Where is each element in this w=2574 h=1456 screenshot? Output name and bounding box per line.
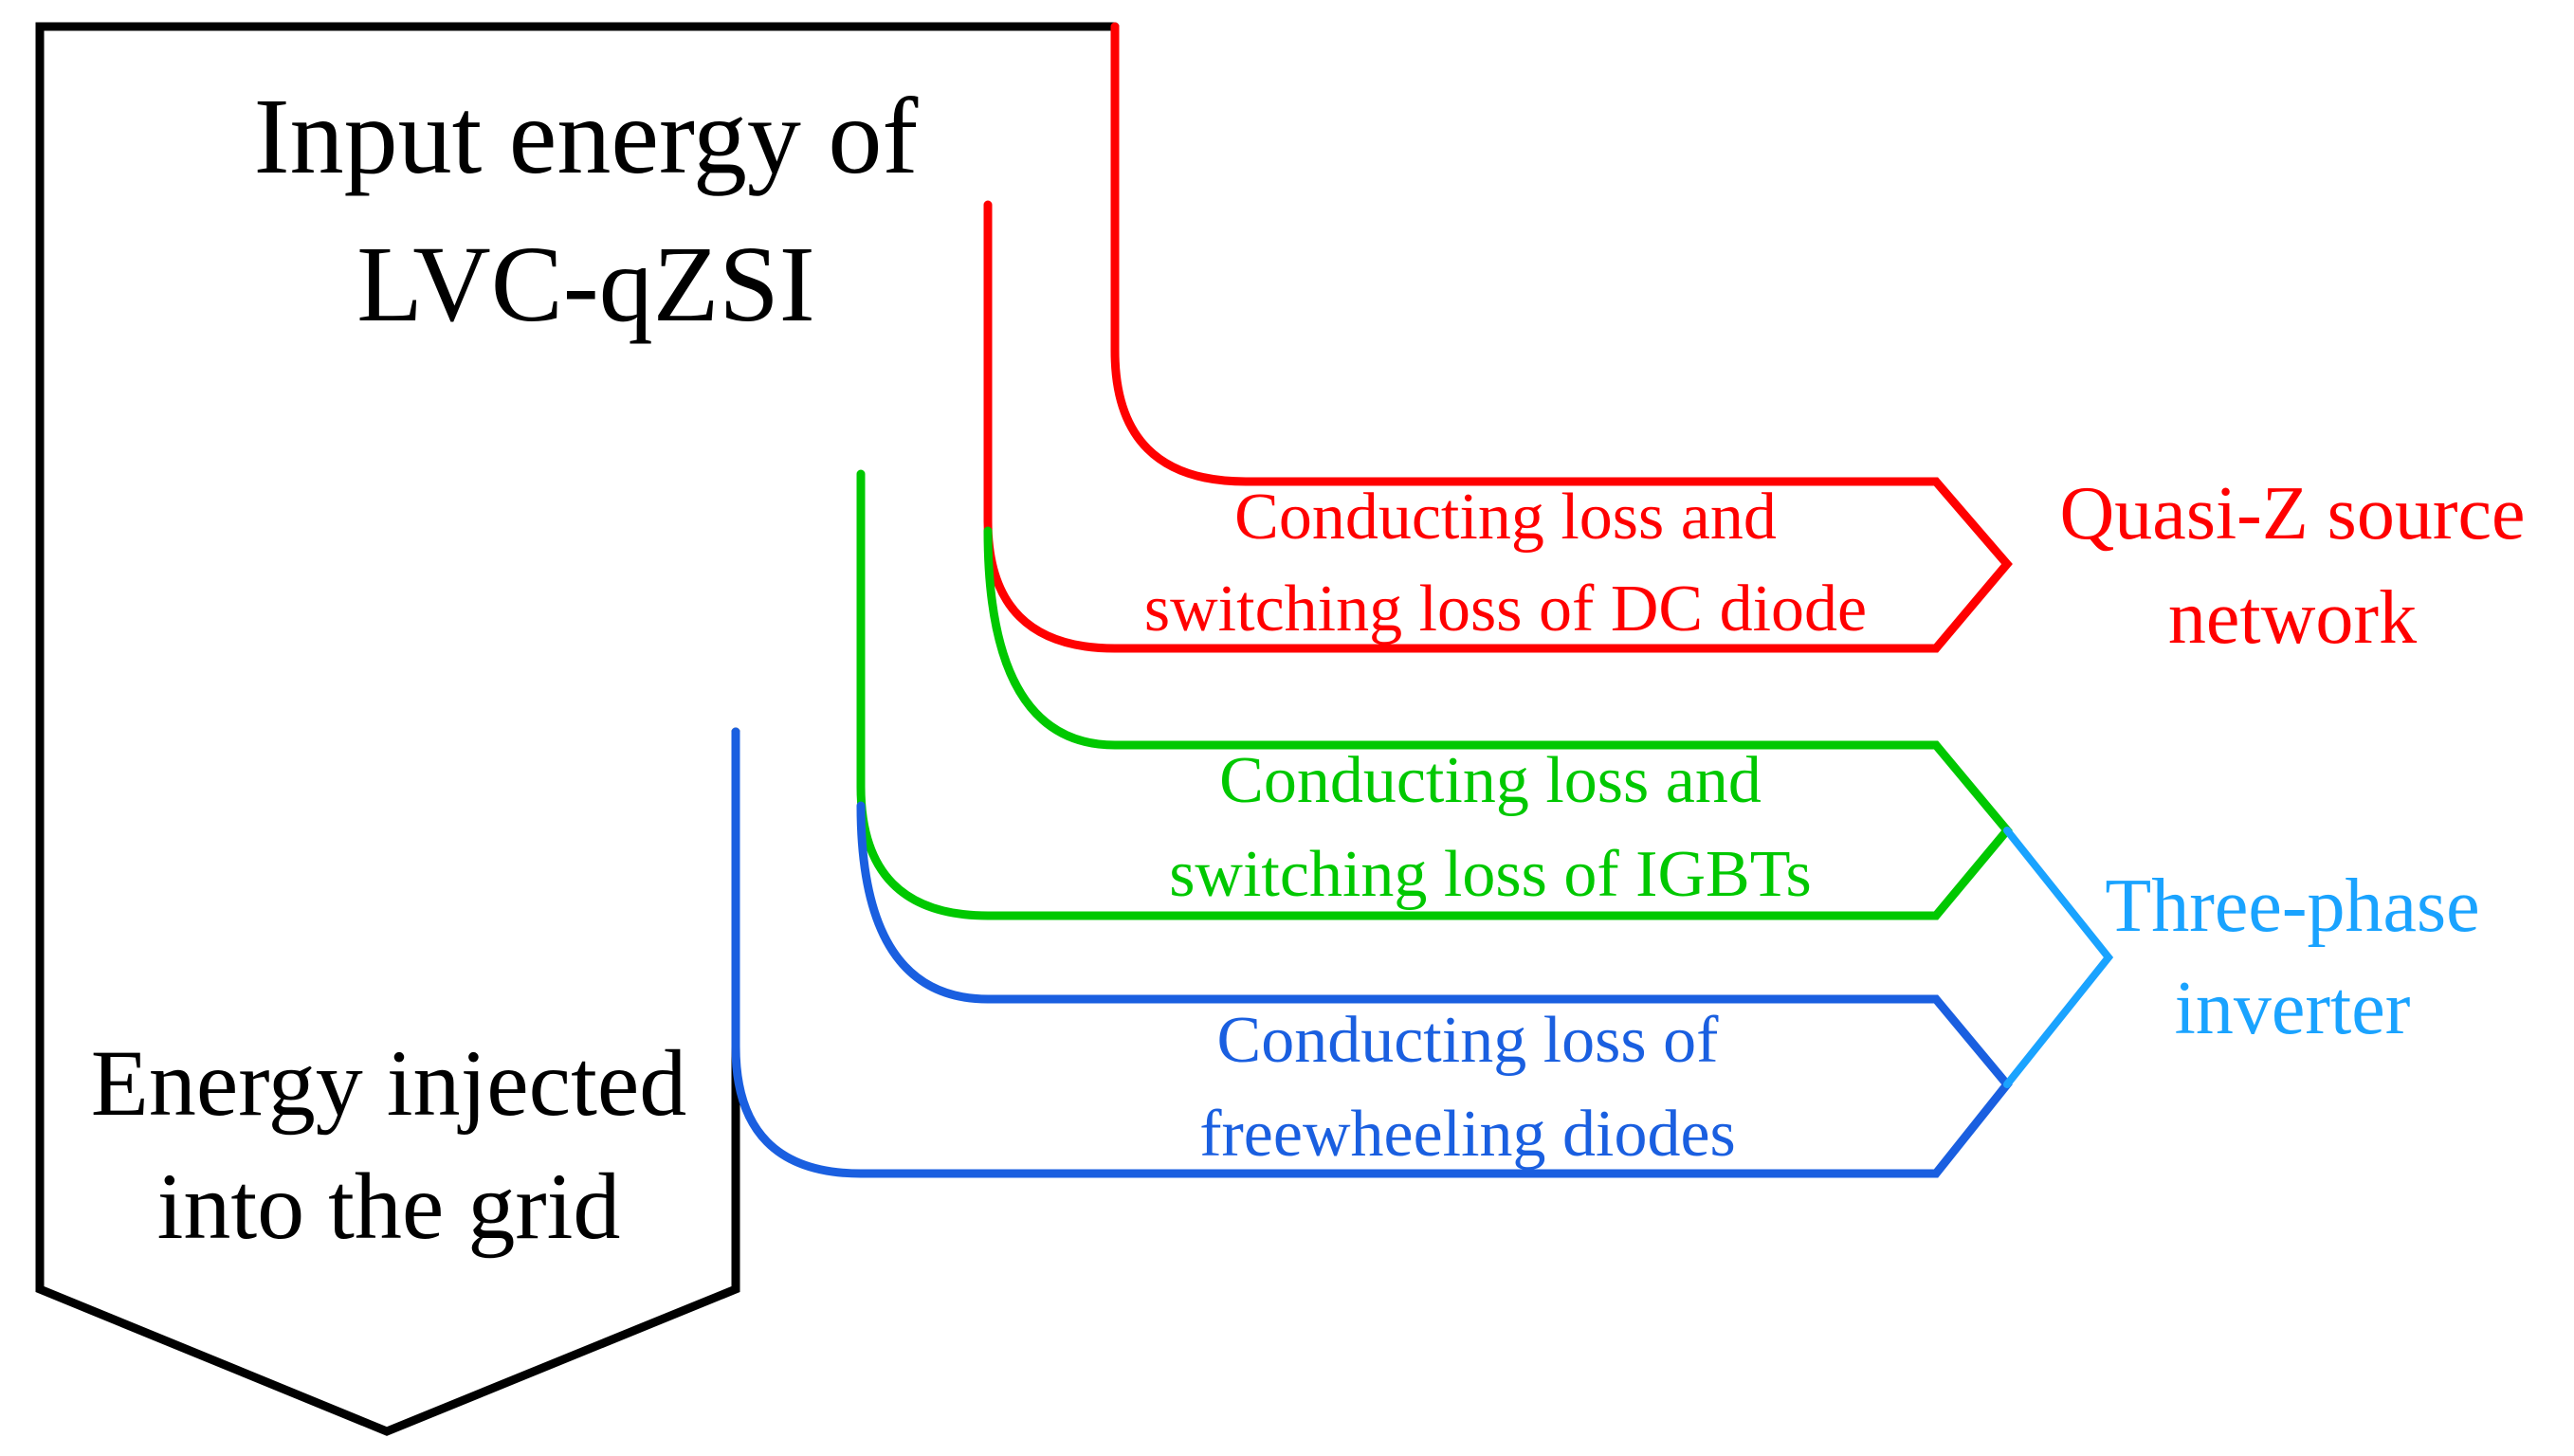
input-energy-label-line2: LVC-qZSI bbox=[356, 224, 815, 344]
igbt-loss-flow bbox=[856, 469, 2013, 920]
freewheeling-loss-flow bbox=[731, 727, 2013, 1178]
three-phase-inverter-label-line2: inverter bbox=[2175, 967, 2411, 1050]
three-phase-inverter-label-line1: Three-phase bbox=[2105, 864, 2479, 948]
quasi-z-source-label-line1: Quasi-Z source bbox=[2060, 472, 2526, 555]
igbt-loss-label-line1: Conducting loss and bbox=[1219, 744, 1762, 817]
input-energy-label-line1: Input energy of bbox=[254, 76, 919, 196]
quasi-z-source-label-line2: network bbox=[2168, 576, 2417, 660]
output-energy-label-line1: Energy injected bbox=[91, 1030, 686, 1136]
output-energy-label-line2: into the grid bbox=[157, 1154, 621, 1259]
dc-diode-loss-label-line2: switching loss of DC diode bbox=[1144, 573, 1867, 646]
dc-diode-loss-label-line1: Conducting loss and bbox=[1234, 481, 1777, 554]
igbt-loss-label-line2: switching loss of IGBTs bbox=[1169, 838, 1812, 911]
dc-diode-loss-flow bbox=[983, 22, 2013, 653]
freewheeling-loss-label-line1: Conducting loss of bbox=[1217, 1004, 1720, 1077]
three-phase-bracket bbox=[2003, 827, 2114, 1088]
freewheeling-loss-label-line2: freewheeling diodes bbox=[1199, 1098, 1736, 1171]
